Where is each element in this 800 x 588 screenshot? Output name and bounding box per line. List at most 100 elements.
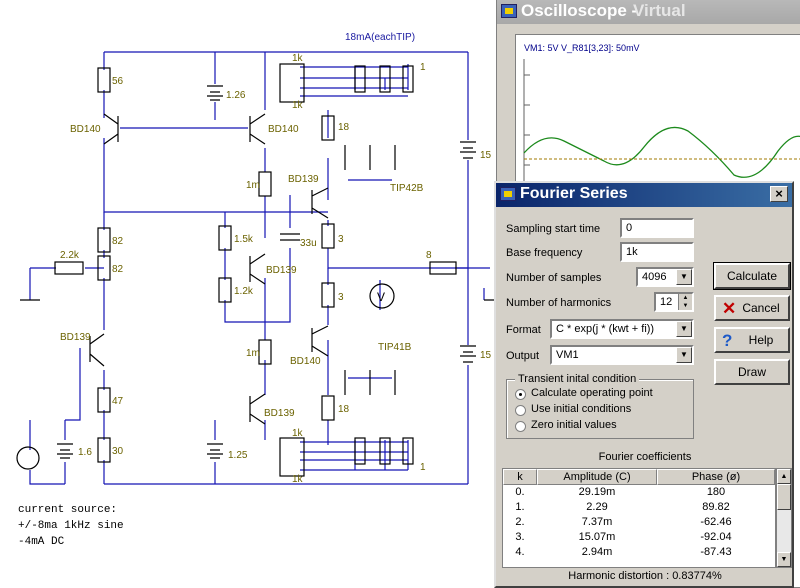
fourier-titlebar[interactable]: Fourier Series × [496,183,792,207]
output-select[interactable]: VM1 ▼ [550,345,694,365]
chevron-down-icon[interactable]: ▼ [676,347,692,363]
cancel-icon: ✕ [722,299,737,318]
battery-label: 15 [480,150,492,161]
scroll-thumb[interactable] [777,484,791,510]
column-header[interactable]: Phase (ø) [657,469,775,485]
resistor-label: 18 [338,404,350,415]
radio-label: Calculate operating point [531,387,653,399]
draw-button-label: Draw [737,365,766,379]
sampling-start-label: Sampling start time [506,223,601,235]
scrollbar[interactable]: ▲ ▼ [776,468,792,568]
res-array-label: 1k [292,428,304,439]
transient-group-title: Transient inital condition [515,373,640,385]
table-cell: -62.46 [700,516,732,528]
res-array-label: 1k [292,100,304,111]
res-array-label: 1k [292,474,304,485]
transistor-label: BD139 [264,408,295,419]
transistor-label: BD140 [290,356,321,367]
table-cell: 2.29 [586,501,608,513]
base-frequency-label: Base frequency [506,247,583,259]
transient-group: Transient inital condition Calculate ope… [506,373,694,439]
help-button-label: Help [748,333,774,347]
battery-label: 1.25 [228,450,248,461]
spin-arrows-icon[interactable]: ▲▼ [678,294,692,310]
transistor-label: BD139 [60,332,91,343]
resistor-label: 1.5k [234,234,254,245]
help-icon: ? [722,331,733,350]
oscilloscope-readout: VM1: 5V V_R81[3,23]: 50mV [524,43,640,53]
transistor-symbols [89,113,396,425]
samples-select[interactable]: 4096 ▼ [636,267,694,287]
oscilloscope-titlebar[interactable]: Oscilloscope - Virtual [497,0,800,24]
samples-label: Number of samples [506,272,602,284]
table-cell: 1. [515,501,525,513]
column-header[interactable]: k [503,469,537,485]
transistor-label: BD140 [268,124,299,135]
radio-label: Use initial conditions [531,403,632,415]
samples-value: 4096 [642,271,667,283]
table-cell: -92.04 [700,531,732,543]
oscilloscope-title: Oscilloscope - [521,1,638,20]
format-label: Format [506,324,541,336]
resistors [54,63,457,477]
scroll-down-icon[interactable]: ▼ [777,552,791,567]
table-cell: 15.07m [578,531,616,543]
table-row[interactable]: 4. 2.94m -87.43 [503,545,775,560]
voltmeter-label: V [377,290,385,304]
transistor-label: BD139 [266,265,297,276]
help-button[interactable]: ? Help [714,327,790,353]
table-cell: 3. [515,531,525,543]
scroll-up-icon[interactable]: ▲ [777,469,791,484]
radio-calculate-op[interactable] [515,389,526,400]
table-cell: -87.43 [700,546,732,558]
resistor-small-label: 1 [420,462,426,473]
chevron-down-icon[interactable]: ▼ [676,269,692,285]
column-header[interactable]: Amplitude (C) [537,469,657,485]
radio-initial-conditions[interactable] [515,405,526,416]
harmonics-value: 12 [660,296,673,308]
table-cell: 180 [706,486,726,498]
note-line: current source: [18,504,118,516]
resistor-label: 82 [112,236,124,247]
tip-label: TIP41B [378,342,412,353]
resistor-label: 1m [246,348,260,359]
battery-label: 1.26 [226,90,246,101]
current-label: 18mA(eachTIP) [345,32,415,43]
coefficients-title: Fourier coefficients [598,451,692,463]
calculate-button[interactable]: Calculate [713,262,791,290]
transistor-label: BD139 [288,174,319,185]
resistor-label: 1.2k [234,286,254,297]
resistor-label: 47 [112,396,124,407]
radio-zero-initial[interactable] [515,421,526,432]
table-row[interactable]: 3. 15.07m -92.04 [503,530,775,545]
table-row[interactable]: 2.7.37m-62.46 [503,515,775,530]
fourier-dialog: Fourier Series × Sampling start time 0 B… [494,181,794,588]
resistor-label: 30 [112,446,124,457]
oscilloscope-trace [523,59,800,185]
draw-button[interactable]: Draw [714,359,790,385]
resistor-small-label: 1 [420,62,426,73]
format-select[interactable]: C * exp(j * (kwt + fi)) ▼ [550,319,694,339]
coefficients-panel: Fourier coefficients k Amplitude (C) Pha… [500,451,792,584]
resistor-label: 56 [112,76,124,87]
table-cell: 2.94m [581,546,613,558]
output-label: Output [506,350,540,362]
transistor-label: BD140 [70,124,101,135]
sources [16,85,496,470]
base-frequency-input[interactable]: 1k [620,242,694,262]
close-button[interactable]: × [770,186,788,202]
cancel-button[interactable]: ✕ Cancel [714,295,790,321]
sampling-start-input[interactable]: 0 [620,218,694,238]
radio-label: Zero initial values [531,419,617,431]
table-cell: 29.19m [578,486,616,498]
res-array-label: 1k [292,53,304,64]
table-cell: 4. [515,546,525,558]
harmonics-stepper[interactable]: 12 ▲▼ [654,292,694,312]
circuit-schematic: 18mA(eachTIP) BD140 BD140 BD139 BD139 BD… [16,32,496,485]
chevron-down-icon[interactable]: ▼ [676,321,692,337]
resistor-label: 18 [338,122,350,133]
app-icon [501,4,517,18]
